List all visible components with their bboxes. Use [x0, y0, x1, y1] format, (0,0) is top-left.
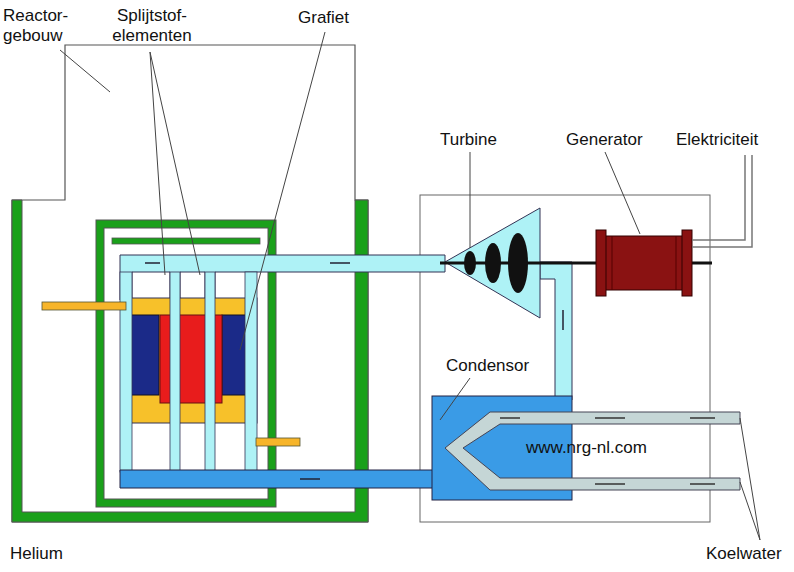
fuel-label: Splijtstof- elementen: [100, 6, 204, 46]
electricity-label: Elektriciteit: [676, 130, 758, 150]
watermark: www.nrg-nl.com: [526, 438, 647, 458]
graphite-label: Grafiet: [298, 8, 349, 28]
building-label: Reactor- gebouw: [3, 6, 81, 46]
generator-label: Generator: [566, 130, 643, 150]
turbine-label: Turbine: [440, 130, 497, 150]
helium-label: Helium: [10, 544, 63, 564]
condenser-label: Condensor: [446, 356, 529, 376]
coolant-label: Koelwater: [706, 544, 782, 564]
